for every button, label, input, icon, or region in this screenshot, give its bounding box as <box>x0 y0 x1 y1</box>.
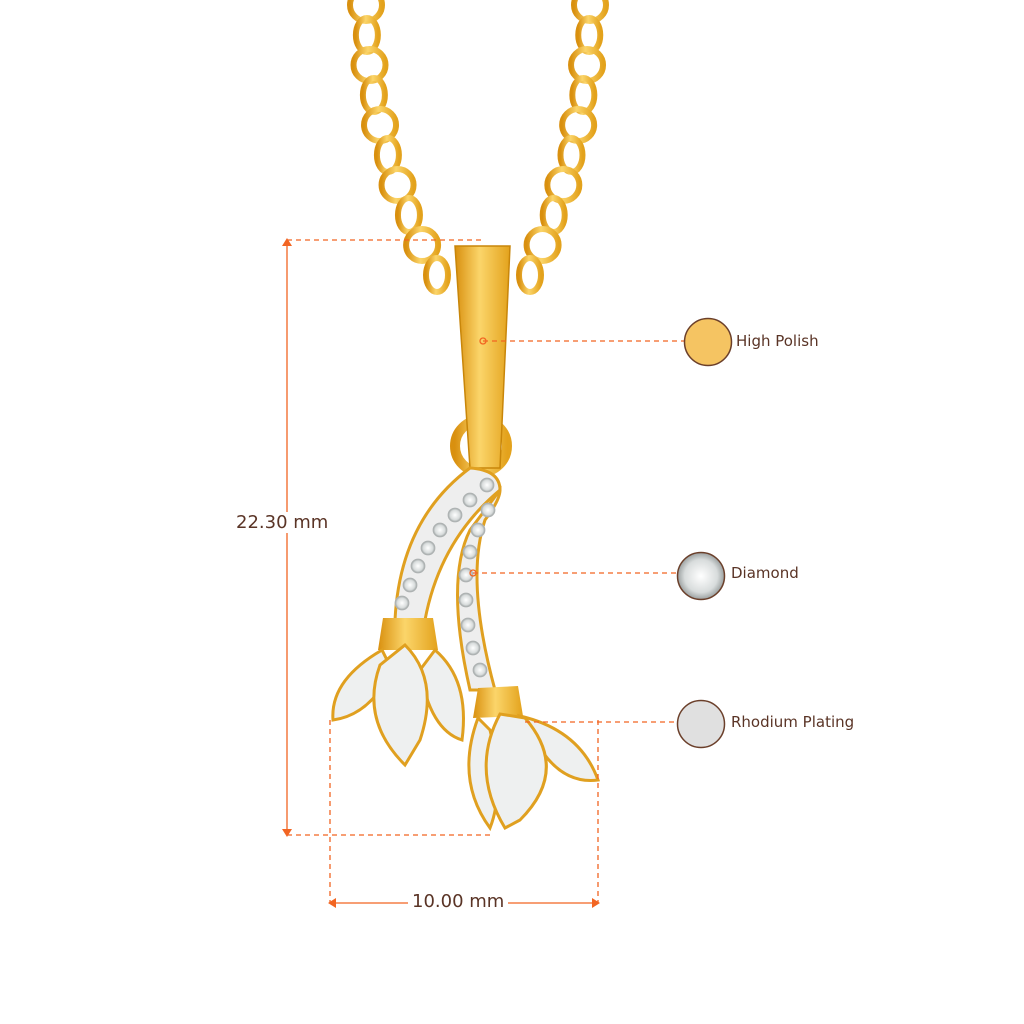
bail <box>454 245 511 469</box>
diamond-stone <box>458 592 474 608</box>
right-flower <box>467 712 601 832</box>
diamond-stone <box>480 502 496 518</box>
width-dimension-label: 10.00 mm <box>408 891 509 912</box>
chain-link <box>403 226 442 264</box>
dimension-lines <box>286 239 684 904</box>
chain-link <box>423 255 451 295</box>
diamond-stone <box>479 477 495 493</box>
height-dimension-label: 22.30 mm <box>232 512 333 533</box>
diamond-stone <box>402 577 418 593</box>
arrowheads <box>282 238 600 908</box>
diamond-stone <box>462 544 478 560</box>
rhodium-swatch <box>676 699 726 749</box>
diamond-stone <box>410 558 426 574</box>
callout-high-polish: High Polish <box>736 332 819 350</box>
chain-link <box>378 166 417 204</box>
right-cap <box>473 686 523 718</box>
diamond-stone <box>462 492 478 508</box>
diamond-stone <box>472 662 488 678</box>
callout-diamond: Diamond <box>731 564 799 582</box>
chain <box>347 0 609 295</box>
left-cap <box>378 618 438 650</box>
chain-link <box>523 226 562 264</box>
diamond-stone <box>458 567 474 583</box>
diamond-stone <box>447 507 463 523</box>
diamond-stone <box>432 522 448 538</box>
diamond-swatch <box>676 551 726 601</box>
high-polish-swatch <box>683 317 733 367</box>
diamond-stone <box>394 595 410 611</box>
diamond-stone <box>470 522 486 538</box>
diamond-stone <box>465 640 481 656</box>
diamond-stone <box>420 540 436 556</box>
diamond-stone <box>460 617 476 633</box>
left-flower <box>331 642 465 768</box>
callout-rhodium-plating: Rhodium Plating <box>731 713 855 731</box>
chain-link <box>516 255 544 295</box>
